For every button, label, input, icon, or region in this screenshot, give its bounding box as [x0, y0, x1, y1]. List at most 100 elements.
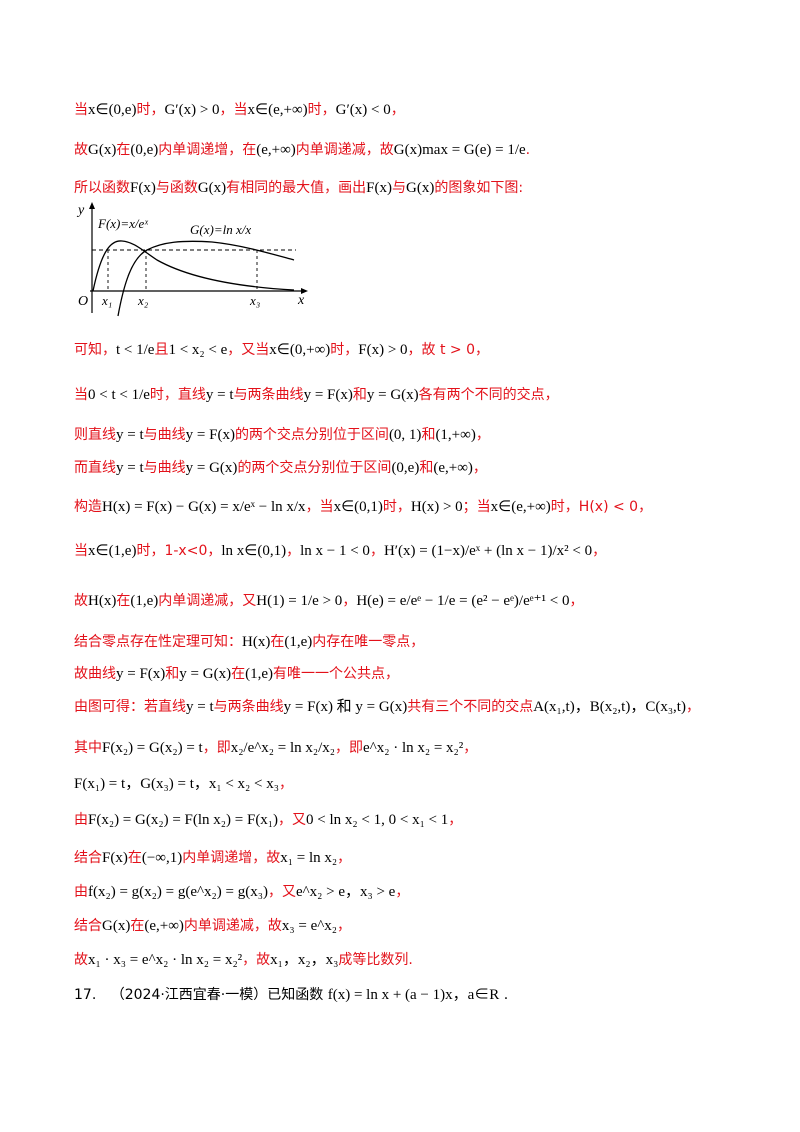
text-segment: 和 — [165, 666, 180, 682]
math-segment: 1 < x₂ < e — [168, 342, 228, 358]
math-segment: F(x₂) = G(x₂) = t — [102, 740, 203, 756]
origin-label: O — [78, 294, 88, 309]
solution-line: 由图可得：若直线y = t与两条曲线y = F(x) 和 y = G(x)共有三… — [74, 697, 700, 717]
solution-line: 当x∈(0,e)时，G′(x) > 0，当x∈(e,+∞)时，G′(x) < 0… — [74, 100, 405, 120]
text-segment: 在 — [270, 634, 285, 650]
solution-line: F(x₁) = t，G(x₃) = t，x₁ < x₂ < x₃， — [74, 774, 293, 794]
text-segment: ，又 — [278, 812, 307, 828]
text-segment: ，即 — [335, 740, 364, 756]
text-segment: ，即 — [202, 740, 231, 756]
math-segment: H′(x) = (1−x)/eˣ + (ln x − 1)/x² < 0 — [383, 543, 593, 559]
text-segment: . — [525, 142, 531, 158]
text-segment: 与曲线 — [143, 460, 186, 476]
problem-number: 17. — [74, 987, 97, 1003]
solution-line: 则直线y = t与曲线y = F(x)的两个交点分别位于区间(0, 1)和(1,… — [74, 425, 490, 445]
math-segment: x₂/e^x₂ = ln x₂/x₂ — [230, 740, 336, 756]
math-segment: x∈(0,e) — [88, 102, 137, 118]
math-segment: y = t — [116, 427, 144, 443]
math-segment: y = G(x) — [185, 460, 238, 476]
text-segment: 而直线 — [74, 460, 116, 476]
text-segment: 时， — [382, 499, 411, 515]
math-segment: y = F(x) — [116, 666, 166, 682]
text-segment: 和 — [421, 427, 436, 443]
solution-line: 所以函数F(x)与函数G(x)有相同的最大值，画出F(x)与G(x)的图象如下图… — [74, 178, 523, 198]
text-segment: ， — [475, 427, 490, 443]
text-segment: 结合 — [74, 850, 102, 866]
text-segment: 在 — [116, 142, 131, 158]
text-segment: 内单调递减，故 — [295, 142, 394, 158]
curve-G — [117, 240, 295, 317]
math-segment: G′(x) < 0 — [335, 102, 391, 118]
text-segment: 当 — [74, 543, 88, 559]
math-segment: A(x₁,t)，B(x₂,t)，C(x₃,t) — [533, 699, 686, 715]
text-segment: ，故 — [242, 952, 271, 968]
math-segment: (1,+∞) — [435, 427, 476, 443]
text-segment: 内单调递增，故 — [182, 850, 281, 866]
math-segment: f(x₂) = g(x₂) = g(e^x₂) = g(x₃) — [88, 884, 268, 900]
function-graph: y x O F(x)=x/eˣ G(x)=ln x/x x₁ x₂ x₃ — [76, 202, 308, 317]
math-segment: G(x) — [406, 180, 435, 196]
math-segment: G(x)max = G(e) = 1/e — [393, 142, 526, 158]
text-segment: 在 — [116, 593, 131, 609]
solution-line: 当x∈(1,e)时，1-x<0，ln x∈(0,1)，ln x − 1 < 0，… — [74, 541, 606, 561]
math-segment: y = G(x) — [179, 666, 232, 682]
text-segment: 和 — [352, 387, 367, 403]
text-segment: 故曲线 — [74, 666, 116, 682]
math-segment: G(x) — [102, 918, 131, 934]
text-segment: ， — [472, 460, 487, 476]
text-segment: 有唯一一个公共点， — [273, 666, 399, 682]
solution-line: 结合F(x)在(−∞,1)内单调递增，故x₁ = ln x₂， — [74, 848, 351, 868]
text-segment: ， — [592, 543, 607, 559]
text-segment: ， — [278, 776, 293, 792]
text-segment: 与曲线 — [143, 427, 186, 443]
text-segment: ， — [463, 740, 478, 756]
math-segment: G(x) — [88, 142, 117, 158]
text-segment: 的图象如下图: — [434, 180, 524, 196]
text-segment: 的两个交点分别位于区间 — [237, 460, 392, 476]
text-segment: 故 — [74, 593, 88, 609]
text-segment: 的两个交点分别位于区间 — [234, 427, 389, 443]
math-segment: y = t — [205, 387, 234, 403]
text-segment: 在 — [231, 666, 246, 682]
text-segment: ， — [342, 593, 357, 609]
solution-line: 结合零点存在性定理可知：H(x)在(1,e)内存在唯一零点， — [74, 632, 424, 652]
text-segment: 当 — [74, 102, 88, 118]
math-segment: 0 < t < 1/e — [88, 387, 150, 403]
math-segment: e^x₂ > e，x₃ > e — [295, 884, 396, 900]
math-segment: (1,e) — [245, 666, 273, 682]
text-segment: 与两条曲线 — [233, 387, 304, 403]
math-segment: H(1) = 1/e > 0 — [256, 593, 343, 609]
math-segment: (e,+∞) — [144, 918, 184, 934]
text-segment: 故 — [74, 952, 88, 968]
math-segment: x₃ = e^x₂ — [281, 918, 338, 934]
solution-line: 故曲线y = F(x)和y = G(x)在(1,e)有唯一一个公共点， — [74, 664, 399, 684]
text-segment: 由 — [74, 812, 88, 828]
y-axis-label: y — [76, 203, 85, 218]
text-segment: 且 — [154, 342, 169, 358]
text-segment: ， — [390, 102, 405, 118]
text-segment: 与两条曲线 — [213, 699, 284, 715]
math-segment: H(e) = e/eᵉ − 1/e = (e² − eᵉ)/eᵉ⁺¹ < 0 — [356, 593, 570, 609]
text-segment: 成等比数列. — [338, 952, 413, 968]
math-segment: (1,e) — [130, 593, 159, 609]
math-segment: H(x) — [88, 593, 117, 609]
x1-label: x₁ — [101, 293, 112, 308]
math-segment: F(x) > 0 — [358, 342, 408, 358]
math-segment: x₁，x₂，x₃ — [270, 952, 339, 968]
math-segment: ln x∈(0,1) — [221, 543, 287, 559]
x3-label: x₃ — [249, 293, 260, 308]
G-label: G(x)=ln x/x — [190, 222, 251, 237]
math-segment: x₁ = ln x₂ — [280, 850, 338, 866]
solution-line: 故H(x)在(1,e)内单调递减，又H(1) = 1/e > 0，H(e) = … — [74, 591, 583, 611]
text-segment: 各有两个不同的交点， — [418, 387, 559, 403]
text-segment: ，当 — [219, 102, 248, 118]
text-segment: 与 — [392, 180, 407, 196]
text-segment: 内单调递增，在 — [158, 142, 257, 158]
text-segment: 在 — [127, 850, 142, 866]
math-segment: y = G(x) — [366, 387, 419, 403]
math-segment: F(x) — [366, 180, 393, 196]
solution-line: 可知，t < 1/e且1 < x₂ < e，又当x∈(0,+∞)时，F(x) >… — [74, 340, 489, 360]
text-segment: ，又当 — [227, 342, 270, 358]
F-label: F(x)=x/eˣ — [97, 216, 148, 231]
curve-F — [92, 240, 295, 292]
